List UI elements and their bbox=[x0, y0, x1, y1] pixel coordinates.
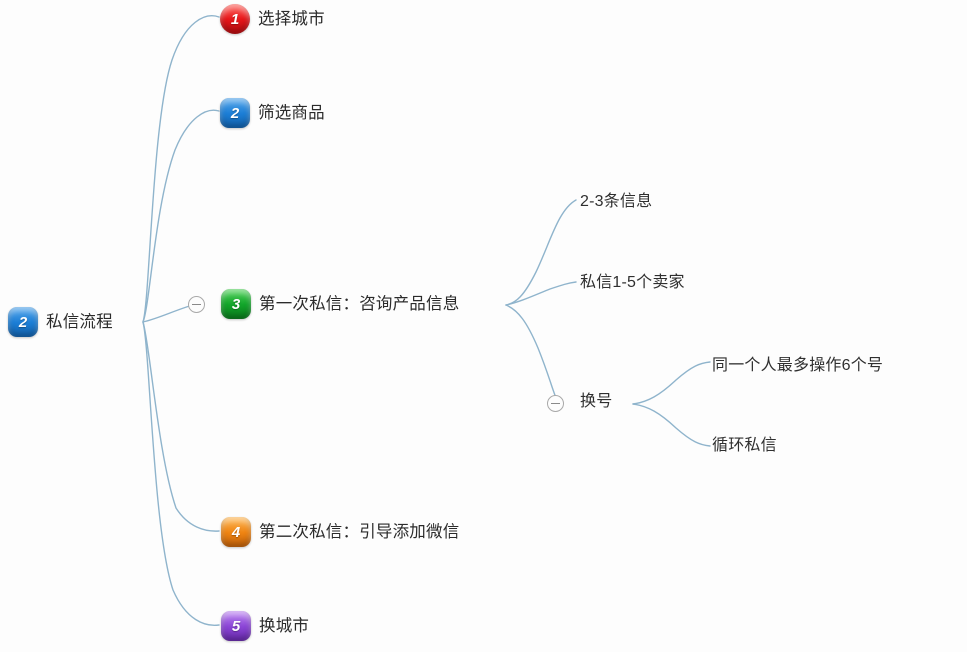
connector-root-to-5 bbox=[142, 321, 220, 627]
branch-label-3: 第一次私信：咨询产品信息 bbox=[259, 295, 460, 313]
branch-node-first-message[interactable]: 3 第一次私信：咨询产品信息 bbox=[221, 289, 459, 319]
sub-branch-label-3: 换号 bbox=[580, 393, 613, 410]
branch-badge-1: 1 bbox=[220, 4, 250, 34]
branch-badge-number-3: 3 bbox=[231, 295, 241, 313]
branch-badge-number-4: 4 bbox=[231, 523, 241, 541]
sub-branch-node-message-count[interactable]: 2-3条信息 bbox=[580, 187, 652, 217]
connector-root-to-2 bbox=[142, 109, 220, 323]
connector-root-to-1 bbox=[142, 15, 220, 323]
branch-badge-number-5: 5 bbox=[231, 617, 241, 635]
branch-badge-3: 3 bbox=[221, 289, 251, 319]
collapse-toggle-first-message[interactable] bbox=[188, 296, 205, 313]
branch-label-5: 换城市 bbox=[259, 617, 310, 635]
branch-label-2: 筛选商品 bbox=[258, 104, 325, 122]
collapse-toggle-change-account[interactable] bbox=[547, 395, 564, 412]
leaf-node-cycle-message[interactable]: 循环私信 bbox=[712, 431, 777, 461]
branch-label-1: 选择城市 bbox=[258, 10, 325, 28]
root-label: 私信流程 bbox=[46, 313, 113, 331]
branch-badge-number-1: 1 bbox=[230, 10, 240, 28]
connector-3-to-sub3 bbox=[505, 304, 558, 401]
connector-3-to-sub1 bbox=[505, 199, 577, 306]
leaf-label-1: 同一个人最多操作6个号 bbox=[712, 357, 884, 374]
branch-node-change-city[interactable]: 5 换城市 bbox=[221, 611, 309, 641]
branch-badge-number-2: 2 bbox=[230, 104, 240, 122]
sub-branch-node-seller-count[interactable]: 私信1-5个卖家 bbox=[580, 268, 685, 298]
connector-root-to-4 bbox=[142, 321, 220, 532]
branch-node-filter-product[interactable]: 2 筛选商品 bbox=[220, 98, 325, 128]
sub-branch-node-change-account[interactable]: 换号 bbox=[580, 387, 612, 417]
root-badge: 2 bbox=[8, 307, 38, 337]
sub-branch-label-1: 2-3条信息 bbox=[580, 193, 653, 210]
branch-badge-5: 5 bbox=[221, 611, 251, 641]
root-node[interactable]: 2 私信流程 bbox=[8, 307, 113, 337]
branch-node-select-city[interactable]: 1 选择城市 bbox=[220, 4, 325, 34]
connector-huanhao-to-leaf2 bbox=[632, 403, 711, 447]
connector-3-to-sub2 bbox=[505, 281, 577, 306]
branch-badge-2: 2 bbox=[220, 98, 250, 128]
branch-node-second-message[interactable]: 4 第二次私信：引导添加微信 bbox=[221, 517, 459, 547]
branch-badge-4: 4 bbox=[221, 517, 251, 547]
leaf-node-max-accounts[interactable]: 同一个人最多操作6个号 bbox=[712, 351, 883, 381]
sub-branch-label-2: 私信1-5个卖家 bbox=[580, 274, 685, 291]
leaf-label-2: 循环私信 bbox=[712, 437, 777, 454]
root-badge-number: 2 bbox=[18, 313, 28, 331]
branch-label-4: 第二次私信：引导添加微信 bbox=[259, 523, 460, 541]
connector-huanhao-to-leaf1 bbox=[632, 361, 711, 405]
